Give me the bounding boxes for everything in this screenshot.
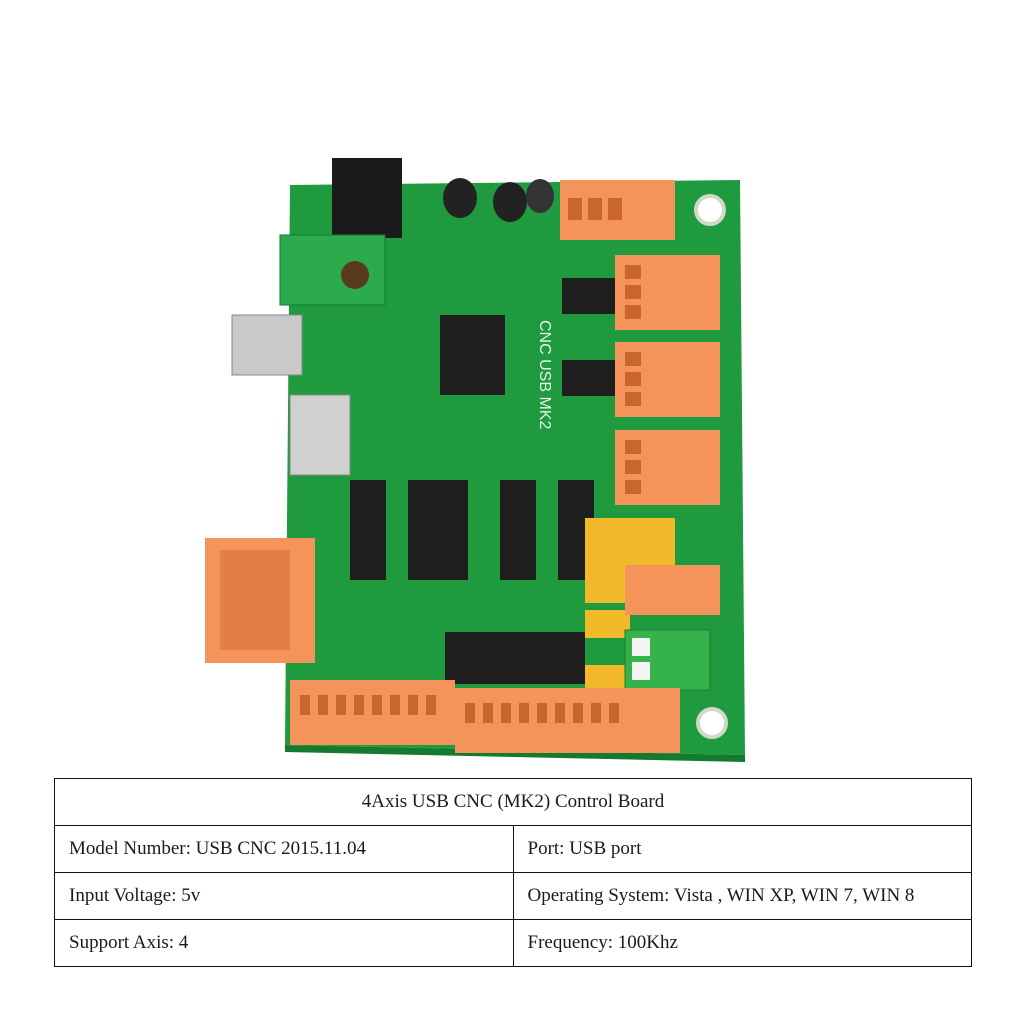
spec-table-title: 4Axis USB CNC (MK2) Control Board xyxy=(54,778,972,826)
capacitor xyxy=(526,179,554,213)
capacitor xyxy=(443,178,477,218)
mcu-chip xyxy=(440,315,505,395)
optocoupler-chip xyxy=(562,360,617,396)
driver-chip xyxy=(350,480,386,580)
table-row: Support Axis: 4 Frequency: 100Khz xyxy=(54,919,972,967)
spec-cell-operating-system: Operating System: Vista , WIN XP, WIN 7,… xyxy=(512,872,972,920)
table-row: Model Number: USB CNC 2015.11.04 Port: U… xyxy=(54,825,972,873)
mounting-hole xyxy=(696,707,728,739)
board-silk-label: CNC USB MK2 xyxy=(536,320,553,429)
regulator-module xyxy=(279,234,386,306)
spec-cell-support-axis: Support Axis: 4 xyxy=(54,919,514,967)
orange-terminal-out xyxy=(625,565,720,615)
optocoupler-chip xyxy=(562,278,617,314)
idc-header-bottom xyxy=(445,632,585,684)
pcb-side-edge xyxy=(285,745,745,762)
table-row: Input Voltage: 5v Operating System: Vist… xyxy=(54,872,972,920)
spec-cell-port: Port: USB port xyxy=(512,825,972,873)
table-header-row: 4Axis USB CNC (MK2) Control Board xyxy=(54,778,972,826)
product-photo: CNC USB MK2 xyxy=(205,158,745,762)
capacitor xyxy=(493,182,527,222)
usb-port xyxy=(231,314,303,376)
spec-table: 4Axis USB CNC (MK2) Control Board Model … xyxy=(54,778,972,967)
mounting-hole xyxy=(694,194,726,226)
idc-header xyxy=(408,480,468,580)
sd-card-slot xyxy=(289,394,351,476)
driver-chip xyxy=(500,480,536,580)
dc-jack xyxy=(332,158,402,238)
spec-cell-model-number: Model Number: USB CNC 2015.11.04 xyxy=(54,825,514,873)
spec-cell-frequency: Frequency: 100Khz xyxy=(512,919,972,967)
spec-cell-input-voltage: Input Voltage: 5v xyxy=(54,872,514,920)
